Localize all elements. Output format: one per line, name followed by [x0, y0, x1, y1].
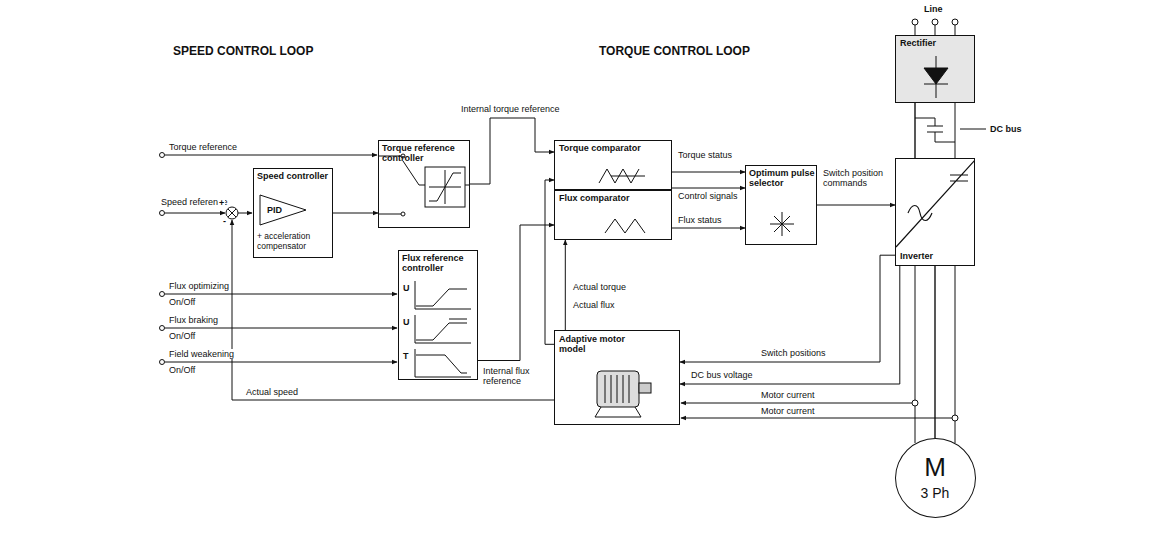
signal-label: Actual flux — [572, 300, 616, 310]
motor-phase-wires — [681, 266, 958, 443]
supply-label: Line — [923, 4, 944, 14]
input-wires — [160, 153, 398, 365]
signal-connector — [817, 205, 895, 206]
signal-connector — [672, 228, 745, 229]
node-text: + acceleration compensator — [257, 231, 331, 251]
section-title: SPEED CONTROL LOOP — [172, 44, 314, 58]
comparator-box: Torque comparator — [554, 140, 672, 190]
signal-label: Internal torque reference — [460, 104, 561, 114]
signal-connector — [565, 240, 566, 330]
signal-connector — [672, 188, 745, 189]
node-heading: Adaptive motor model — [559, 334, 649, 354]
signal-label: DC bus voltage — [690, 370, 754, 380]
sign-mark: - — [222, 216, 227, 226]
signal-connector — [545, 180, 554, 344]
node-text: T — [403, 351, 413, 361]
rectifier-box: Rectifier — [895, 35, 975, 103]
controller-box: Speed controllerPID + acceleration compen… — [253, 168, 333, 258]
signal-label: Torque status — [677, 150, 741, 160]
switch-state: On/Off — [168, 297, 196, 307]
feedback-signal: Actual speed — [245, 387, 299, 397]
signal-label: Actual torque — [572, 282, 627, 292]
input-signal: Torque reference — [168, 142, 238, 152]
switch-state: On/Off — [168, 365, 196, 375]
signal-label: Internal flux reference — [482, 366, 554, 386]
signal-connector — [934, 266, 935, 438]
signal-connector — [680, 255, 895, 362]
node-heading: Flux reference controller — [402, 253, 476, 273]
motor-circle: M 3 Ph — [895, 438, 976, 518]
selector-box: Optimum pulse selector — [745, 165, 817, 245]
node-text: U — [403, 283, 413, 293]
signal-label: Switch positions — [760, 348, 827, 358]
signal-connector — [914, 103, 915, 158]
signal-label: Switch position commands — [822, 168, 886, 188]
node-text: 3 Ph — [896, 485, 974, 501]
dc-bus-capacitor — [915, 103, 986, 158]
node-heading: M — [896, 453, 974, 481]
node-heading: Flux comparator — [559, 193, 667, 203]
node-heading: Rectifier — [900, 38, 972, 48]
section-title: TORQUE CONTROL LOOP — [598, 44, 751, 58]
signal-connector — [333, 213, 378, 214]
input-signal: Field weakening — [168, 349, 235, 359]
signal-connector — [672, 172, 745, 173]
bus-label: DC bus — [989, 124, 1023, 134]
signal-label: Motor current — [760, 390, 816, 400]
input-signal: Flux braking — [168, 315, 219, 325]
comparator-box: Flux comparator — [554, 190, 672, 240]
signal-label: Control signals — [677, 191, 741, 201]
input-signal: Flux optimizing — [168, 281, 230, 291]
controller-box: Torque reference controller — [378, 140, 470, 228]
signal-connector — [470, 118, 554, 184]
signal-label: Flux status — [677, 215, 741, 225]
line-terminals — [912, 19, 958, 35]
node-heading: Inverter — [900, 251, 960, 261]
node-heading: Torque reference controller — [382, 143, 468, 163]
node-text: U — [403, 317, 413, 327]
speed-feedback-wire — [232, 220, 554, 400]
signal-connector — [478, 225, 554, 361]
node-heading: Optimum pulse selector — [749, 168, 815, 188]
node-heading: Speed controller — [257, 171, 331, 181]
node-text: PID — [267, 205, 295, 215]
inverter-box: Inverter — [895, 158, 975, 266]
switch-state: On/Off — [168, 331, 196, 341]
signal-connector — [680, 266, 900, 384]
node-heading: Torque comparator — [559, 143, 667, 153]
signal-label: Motor current — [760, 406, 816, 416]
controller-box: Flux reference controllerU U T — [398, 250, 478, 380]
motor-model-box: Adaptive motor model — [554, 330, 680, 425]
node-symbol — [896, 159, 974, 265]
sign-mark: + — [218, 198, 225, 208]
